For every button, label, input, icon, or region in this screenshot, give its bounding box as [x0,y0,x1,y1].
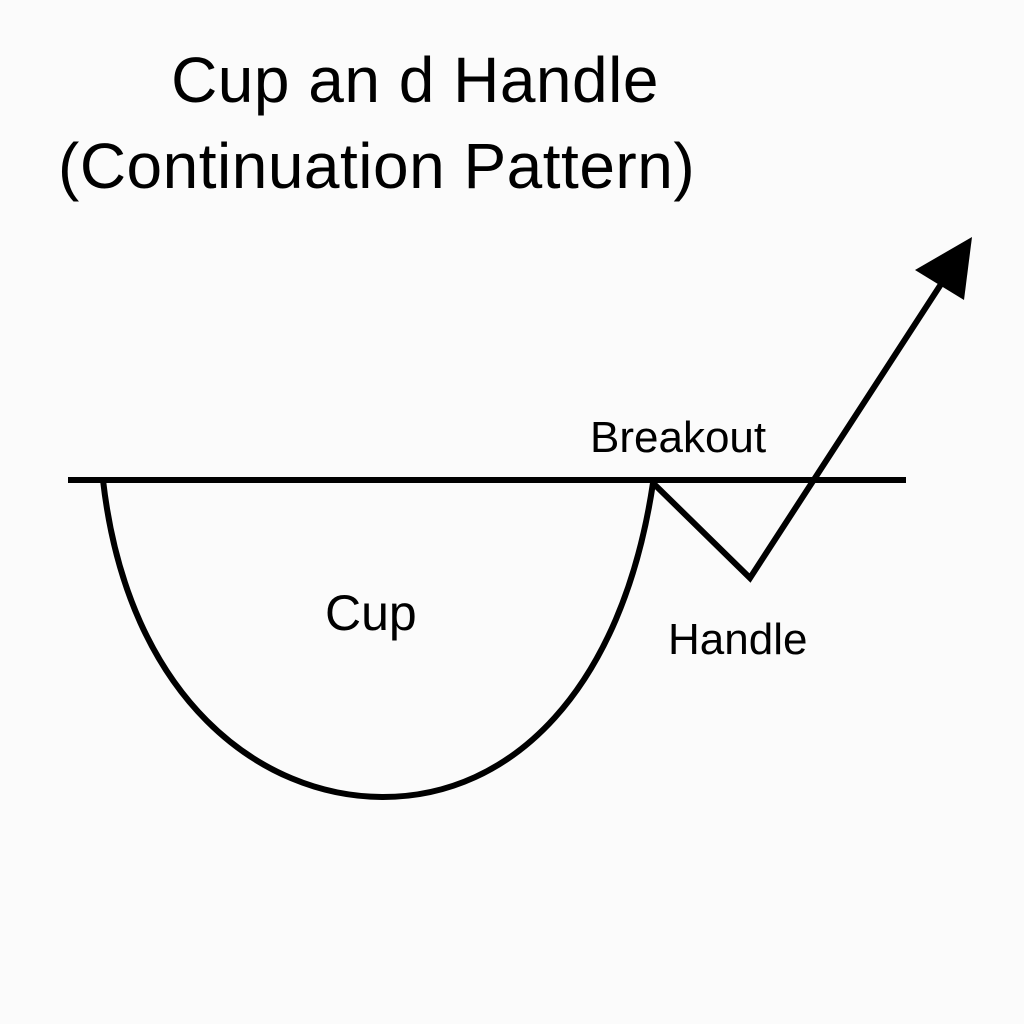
cup-label: Cup [325,585,417,641]
handle-label: Handle [668,615,808,664]
breakout-label: Breakout [590,413,767,462]
arrowhead-icon [915,237,972,300]
diagram-title-line1: Cup an d Handle [171,44,659,116]
handle-and-breakout-line [650,276,948,583]
diagram-title-line2: (Continuation Pattern) [58,130,696,202]
cup-curve [100,479,656,800]
